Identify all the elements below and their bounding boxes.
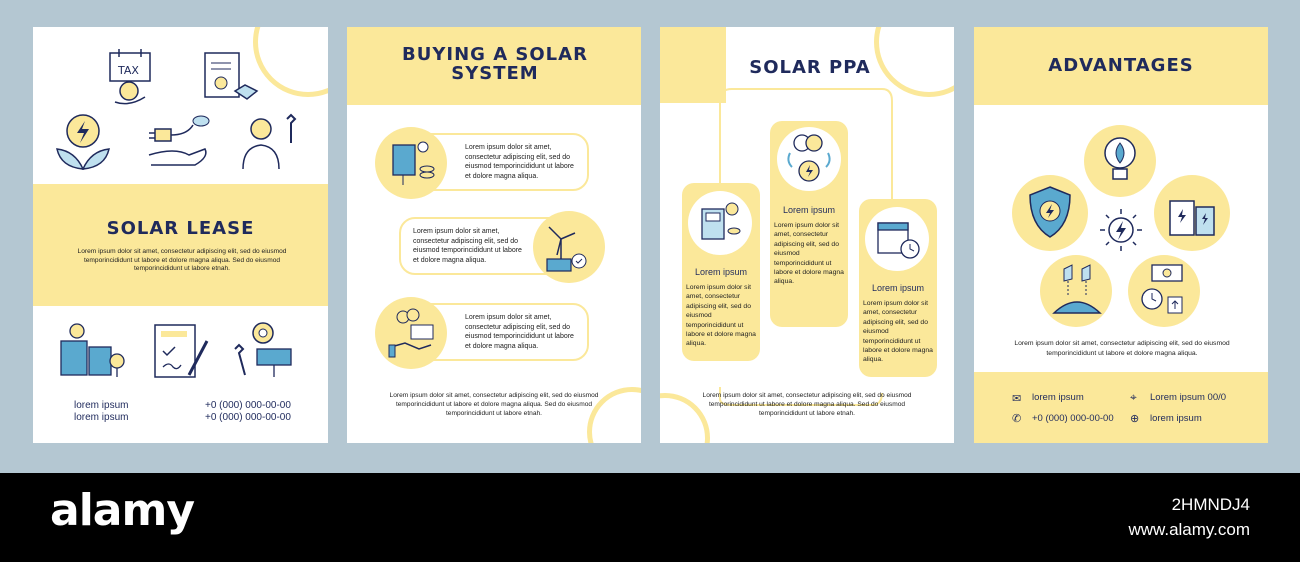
ppa-column-2-text: Lorem ipsum dolor sit amet, consectetur … — [774, 222, 844, 286]
page-footer-text: Lorem ipsum dolor sit amet, consectetur … — [389, 392, 599, 417]
email-icon: ✉ — [1012, 393, 1022, 405]
corner-shape — [660, 27, 726, 103]
info-box-2-text: Lorem ipsum dolor sit amet, consectetur … — [413, 228, 522, 264]
location-pin-icon: ⌖ — [1130, 390, 1137, 404]
phone-icon: ✆ — [1012, 413, 1022, 425]
money-plant-clock-icon — [1141, 264, 1183, 314]
worker-icon — [242, 113, 297, 170]
eco-bulb-icon — [1104, 137, 1136, 180]
watermark-brand: alamy — [50, 485, 195, 536]
contact-right-1: +0 (000) 000-00-00 — [205, 400, 291, 411]
globe-energy-icon — [1052, 264, 1102, 314]
contract-pen-icon — [154, 324, 209, 378]
tax-calendar-icon: TAX — [109, 49, 151, 105]
title-band: BUYING A SOLAR SYSTEM — [347, 27, 641, 105]
page-title: ADVANTAGES — [1048, 55, 1194, 76]
ppa-column-2-heading: Lorem ipsum — [782, 205, 836, 215]
page-title: SOLAR PPA — [749, 57, 871, 78]
contact-right-2: +0 (000) 000-00-00 — [205, 412, 291, 423]
info-box-3-text: Lorem ipsum dolor sit amet, consectetur … — [465, 314, 574, 350]
icon-circle — [1040, 255, 1112, 327]
title-band: ADVANTAGES — [974, 27, 1268, 105]
brochure-page-solar-ppa: SOLAR PPA Lorem ipsum Lorem ipsum dolor … — [660, 27, 954, 443]
page-description: Lorem ipsum dolor sit amet, consectetur … — [1014, 340, 1230, 357]
brochure-page-advantages: ADVANTAGES — [974, 27, 1268, 443]
ppa-column-3-heading: Lorem ipsum — [871, 283, 925, 293]
charger-bulb-icon — [701, 202, 741, 240]
watermark-image-code: 2HMNDJ4 — [1171, 495, 1250, 514]
ppa-column-1-heading: Lorem ipsum — [694, 267, 748, 277]
money-sun-exchange-icon — [787, 134, 831, 182]
center-lightning-icon — [1100, 209, 1142, 251]
brochure-page-buying-solar: BUYING A SOLAR SYSTEM Lorem ipsum dolor … — [347, 27, 641, 443]
calendar-clock-icon — [877, 222, 920, 259]
decor-ring — [587, 387, 641, 443]
battery-house-icon — [1169, 200, 1215, 236]
contact-left-1: lorem ipsum — [74, 400, 129, 411]
contact-phone: +0 (000) 000-00-00 — [1032, 413, 1114, 424]
contact-email: lorem ipsum — [1032, 392, 1084, 403]
ppa-column-1-text: Lorem ipsum dolor sit amet, consectetur … — [686, 284, 756, 348]
page-footer-text: Lorem ipsum dolor sit amet, consectetur … — [702, 392, 912, 417]
contract-handshake-icon — [204, 52, 259, 100]
hand-money-icon — [388, 308, 434, 358]
ppa-column-3-text: Lorem ipsum dolor sit amet, consectetur … — [863, 300, 933, 364]
page-description: Lorem ipsum dolor sit amet, consectetur … — [77, 248, 287, 272]
title-band: SOLAR LEASE Lorem ipsum dolor sit amet, … — [33, 184, 328, 306]
connector-lines — [719, 88, 893, 406]
contact-left-2: lorem ipsum — [74, 412, 129, 423]
watermark-site: www.alamy.com — [1128, 520, 1250, 539]
watermark-bar — [0, 473, 1300, 562]
solar-panel-coins-icon — [392, 141, 435, 185]
wind-turbine-icon — [546, 226, 587, 272]
brochure-page-solar-lease: TAX SOLAR LEASE Lorem ipsum dolor sit am… — [33, 27, 328, 443]
gear-wrench-panel-icon — [234, 322, 292, 377]
hand-plug-icon — [148, 115, 210, 166]
page-title: BUYING A SOLAR SYSTEM — [402, 44, 588, 84]
contact-band: ✉ lorem ipsum ⌖ Lorem ipsum 00/0 ✆ +0 (0… — [974, 372, 1268, 443]
info-box-1-text: Lorem ipsum dolor sit amet, consectetur … — [465, 144, 574, 180]
decor-ring — [253, 27, 328, 97]
contact-web: lorem ipsum — [1150, 413, 1202, 424]
page-title: SOLAR LEASE — [106, 218, 255, 239]
tax-label: TAX — [117, 64, 139, 77]
lightning-plant-icon — [56, 114, 110, 170]
globe-icon: ⊕ — [1130, 413, 1140, 425]
shield-lightning-icon — [1029, 186, 1071, 238]
contact-location: Lorem ipsum 00/0 — [1150, 392, 1227, 403]
solar-panel-sun-icon — [60, 323, 125, 377]
